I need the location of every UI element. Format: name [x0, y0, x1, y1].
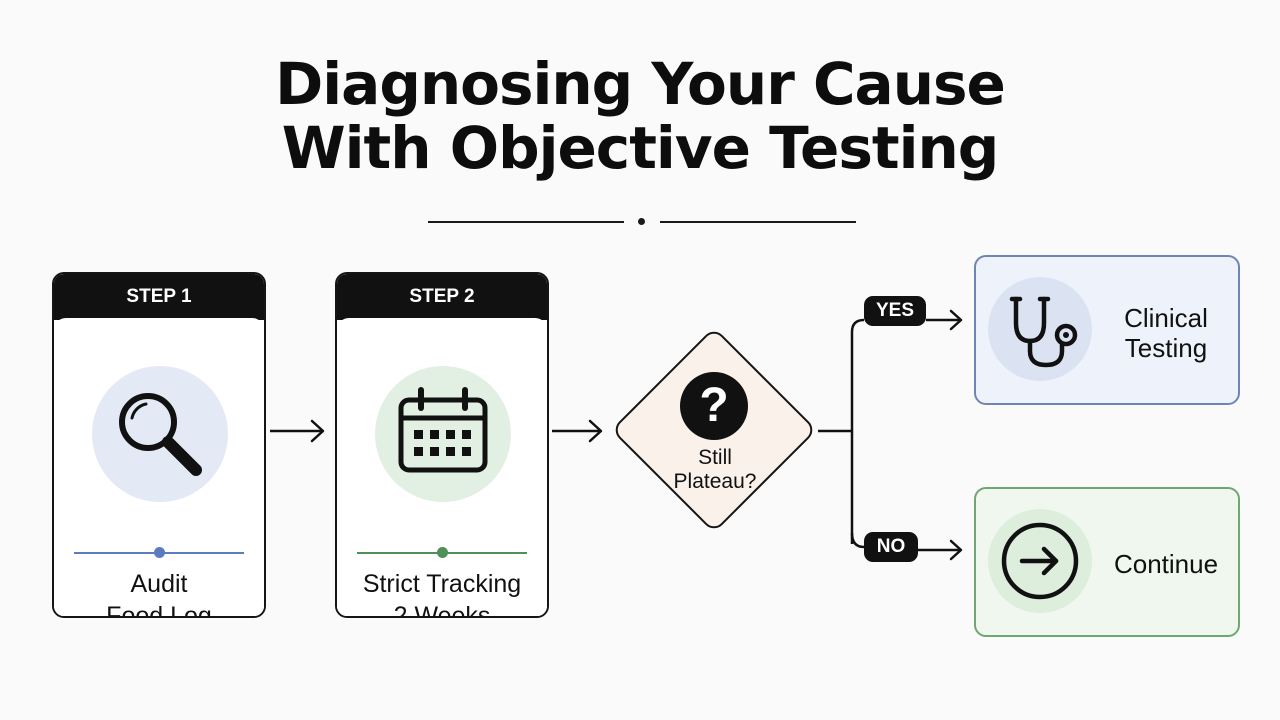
title-line-1: Diagnosing Your Cause — [275, 50, 1006, 118]
calendar-icon — [398, 387, 488, 473]
step-1-card: STEP 1 Audit Food Log — [52, 272, 266, 618]
step-1-accent-dot — [154, 547, 165, 558]
step-1-body: Audit Food Log — [54, 318, 264, 618]
stethoscope-icon — [1009, 296, 1078, 368]
divider-right — [660, 221, 856, 223]
outcome-clinical-testing: Clinical Testing — [974, 255, 1240, 405]
step-1-label-line-1: Audit — [130, 570, 188, 598]
outcome-clinical-icon-circle — [988, 277, 1092, 381]
decision-label-line-2: Plateau? — [673, 470, 757, 493]
step-1-label-line-2: Food Log — [106, 602, 212, 618]
step-2-card: STEP 2 Strict Tracking 2 Weeks — [335, 272, 549, 618]
step-1-header: STEP 1 — [54, 274, 264, 320]
title-line-2: With Objective Testing — [281, 114, 1000, 182]
divider-dot — [638, 218, 645, 225]
step-2-accent-dot — [437, 547, 448, 558]
arrow-right-circle-icon — [1001, 522, 1079, 600]
arrow-step2-to-decision — [552, 419, 603, 443]
outcome-continue: Continue — [974, 487, 1240, 637]
step-2-body: Strict Tracking 2 Weeks — [337, 318, 547, 618]
arrow-step1-to-step2 — [270, 419, 325, 443]
step-2-header: STEP 2 — [337, 274, 547, 320]
yes-branch-badge: YES — [864, 296, 926, 326]
no-branch-badge: NO — [864, 532, 918, 562]
decision-label-line-1: Still — [698, 446, 732, 469]
outcome-clinical-label-line-2: Testing — [1124, 333, 1208, 363]
step-1-icon-circle — [92, 366, 228, 502]
outcome-clinical-label-line-1: Clinical — [1124, 303, 1208, 333]
page-title: Diagnosing Your Cause With Objective Tes… — [0, 52, 1280, 180]
step-1-label: Audit Food Log — [54, 568, 264, 618]
outcome-clinical-label: Clinical Testing — [1096, 303, 1236, 363]
step-2-label: Strict Tracking 2 Weeks — [337, 568, 547, 618]
decision-label: Still Plateau? — [610, 446, 820, 494]
step-2-label-line-2: 2 Weeks — [393, 602, 491, 618]
step-2-icon-circle — [375, 366, 511, 502]
magnifying-glass-icon — [119, 393, 202, 476]
outcome-continue-icon-circle — [988, 509, 1092, 613]
outcome-continue-label: Continue — [1113, 549, 1219, 579]
step-2-label-line-1: Strict Tracking — [362, 570, 522, 598]
question-icon: ? — [680, 372, 748, 440]
decision-node: ? Still Plateau? — [610, 326, 820, 538]
divider-left — [428, 221, 624, 223]
